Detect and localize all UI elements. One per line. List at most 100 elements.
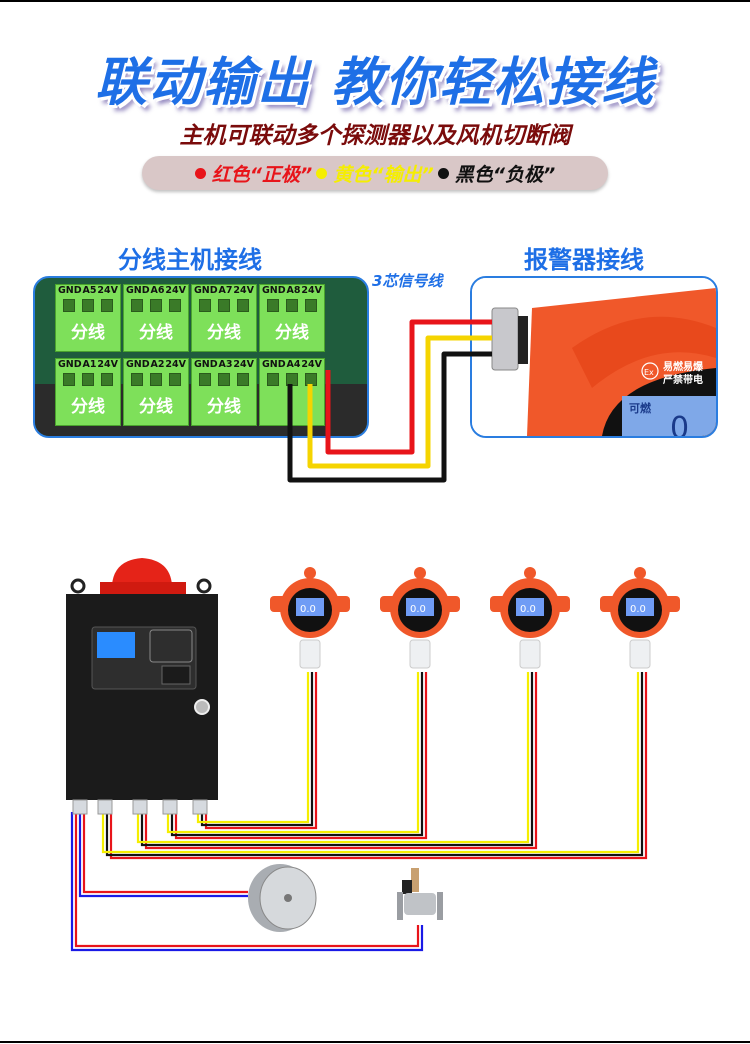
gas-detector-2: 0.0 [380,567,460,669]
screw-terminal [149,299,162,312]
legend-label-black: 黑色“负极” [454,163,556,186]
red-dot-icon [194,167,206,179]
screw-terminal [168,373,181,386]
screw-terminal [199,299,212,312]
sensor-head [629,639,651,669]
cable-gland-1 [72,799,88,815]
screw-terminal [267,373,280,386]
detector-screen [516,598,544,616]
valve-flange-left [397,892,403,920]
warning-line-1: 易燃易爆 [663,360,704,373]
cable-gland-5 [192,799,208,815]
legend-item-black: 黑色“负极” [437,160,556,187]
detector-mount-tab [524,567,536,579]
gas-detector-3: 0.0 [490,567,570,669]
screw-terminal [63,373,76,386]
screw-terminal [267,299,280,312]
controller-body [66,594,218,800]
pin-label: 24V [301,285,322,296]
split-label: 分线 [139,397,173,417]
screw-terminal [100,299,113,312]
detector-1-cable-yellow [196,672,310,824]
screw-terminal [149,373,162,386]
valve-flange-right [437,892,443,920]
detector-3-cable-yellow [136,672,530,844]
detector-4-cable-black [105,672,644,857]
ex-mark-text: Ex [644,368,654,377]
pin-label: A4 [286,359,301,370]
screen-label: 可燃 [629,401,652,415]
detector-screen [626,598,654,616]
pin-label: GND [194,285,218,296]
split-label: 分线 [275,323,309,343]
detector-screen [406,598,434,616]
mount-hole-left [70,578,86,594]
controller-unit [66,558,218,815]
screw-terminal [236,373,249,386]
detector-3-cable-black [140,672,534,847]
screw-terminal [217,299,230,312]
controller-lcd [97,632,135,658]
host-wiring-title: 分线主机接线 [118,246,262,274]
screw-terminal [217,373,230,386]
screw-terminal [168,299,181,312]
key-lock-icon [194,699,210,715]
pin-label: A5 [82,285,97,296]
split-label: 分线 [207,397,241,417]
shutoff-valve [397,868,443,920]
screw-terminal [236,299,249,312]
pin-label: A6 [150,285,165,296]
screw-terminal [81,299,94,312]
pin-label: GND [58,285,82,296]
detector-screen [296,598,324,616]
detector-2-cable-black [170,672,424,837]
detector-reading: 0.0 [300,604,316,615]
pin-label: GND [194,359,218,370]
pin-label: 24V [97,285,118,296]
signal-wire-red [325,319,492,455]
top-border [0,0,750,2]
legend-item-yellow: 黄色“输出” [316,160,434,187]
keypad [149,629,193,663]
legend-label-red: 红色“正极” [211,163,313,186]
sensor-head [519,639,541,669]
detector-mount-tab [414,567,426,579]
pin-label: A7 [218,285,233,296]
detector-1-cable-red [204,672,318,830]
detector-4-cable-red [109,672,648,860]
sensor-head [409,639,431,669]
pin-label: 24V [165,359,186,370]
screen-value: 0 [670,411,689,436]
alarm-wiring-title: 报警器接线 [524,246,644,274]
alarm-closeup: 可燃 0 Ex 易燃易爆 严禁带电 [470,276,718,438]
pin-label: A1 [82,359,97,370]
mount-hole-right [196,578,212,594]
screw-terminal [63,299,76,312]
screw-terminal [81,373,94,386]
pin-label: 24V [233,285,254,296]
cable-gland-3 [132,799,148,815]
black-dot-icon [437,167,449,179]
pin-label: 24V [233,359,254,370]
strobe-light [112,558,172,585]
fan-cable-blue [78,812,248,898]
valve-cable-red [74,812,420,948]
gas-detector-4: 0.0 [600,567,680,669]
cable-gland-2 [97,799,113,815]
pin-label: 24V [165,285,186,296]
cable-gland-4 [162,799,178,815]
screw-terminal [304,299,317,312]
detector-mount-tab [634,567,646,579]
page-subtitle: 主机可联动多个探测器以及风机切断阀 [179,123,571,149]
signal-wire-yellow [307,335,492,469]
valve-cable-blue [70,812,424,952]
legend-item-red: 红色“正极” [194,160,313,187]
pin-label: GND [126,285,150,296]
cable-label: 3芯信号线 [372,272,443,290]
bottom-border [0,1041,750,1043]
split-label: 分线 [71,397,105,417]
screw-terminal [131,299,144,312]
ex-mark-icon [641,362,659,380]
